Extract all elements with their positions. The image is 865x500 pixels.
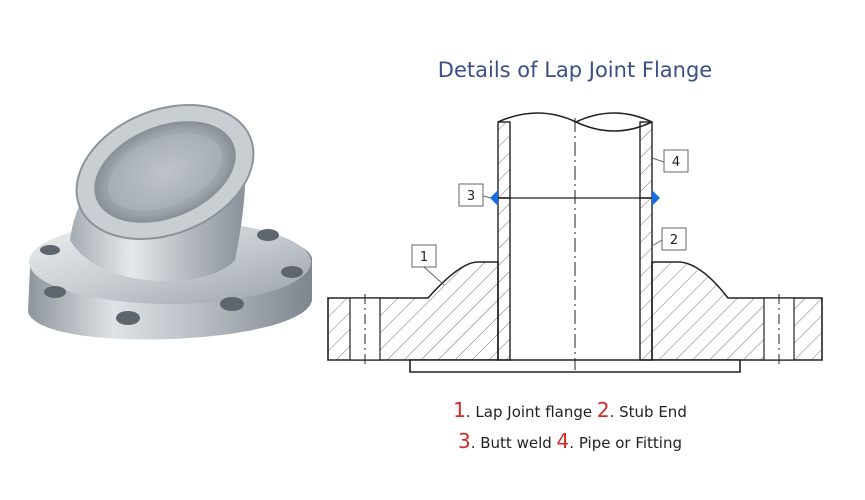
diagram-title: Details of Lap Joint Flange bbox=[437, 58, 713, 82]
callout-1: 1 bbox=[420, 250, 428, 265]
legend-number-3: 3 bbox=[457, 429, 471, 453]
legend-label-2: . Stub End bbox=[609, 403, 687, 421]
legend-label-4: . Pipe or Fitting bbox=[569, 434, 682, 452]
callout-2: 2 bbox=[670, 233, 678, 248]
butt-weld-right bbox=[652, 190, 660, 206]
legend-number-2: 2 bbox=[596, 398, 610, 422]
lap-joint-flange-photo bbox=[28, 103, 312, 340]
butt-weld-left bbox=[490, 190, 498, 206]
legend-row-2: 3. Butt weld 4. Pipe or Fitting bbox=[350, 429, 790, 453]
flange-right-section bbox=[651, 261, 823, 361]
pipe-right-wall bbox=[639, 121, 653, 199]
stub-end-left-wall bbox=[497, 197, 511, 361]
pipe-left-wall bbox=[497, 121, 511, 199]
legend-number-1: 1 bbox=[453, 398, 466, 422]
legend-label-1: . Lap Joint flange bbox=[465, 403, 597, 421]
stub-end-right-wall bbox=[639, 197, 653, 361]
legend-row-1: 1. Lap Joint flange 2. Stub End bbox=[350, 398, 790, 422]
flange-cross-section: 1 2 3 4 bbox=[327, 112, 823, 373]
callout-3: 3 bbox=[467, 189, 475, 204]
legend-label-3: . Butt weld bbox=[470, 434, 557, 452]
callout-4: 4 bbox=[672, 155, 680, 170]
legend-number-4: 4 bbox=[556, 429, 570, 453]
